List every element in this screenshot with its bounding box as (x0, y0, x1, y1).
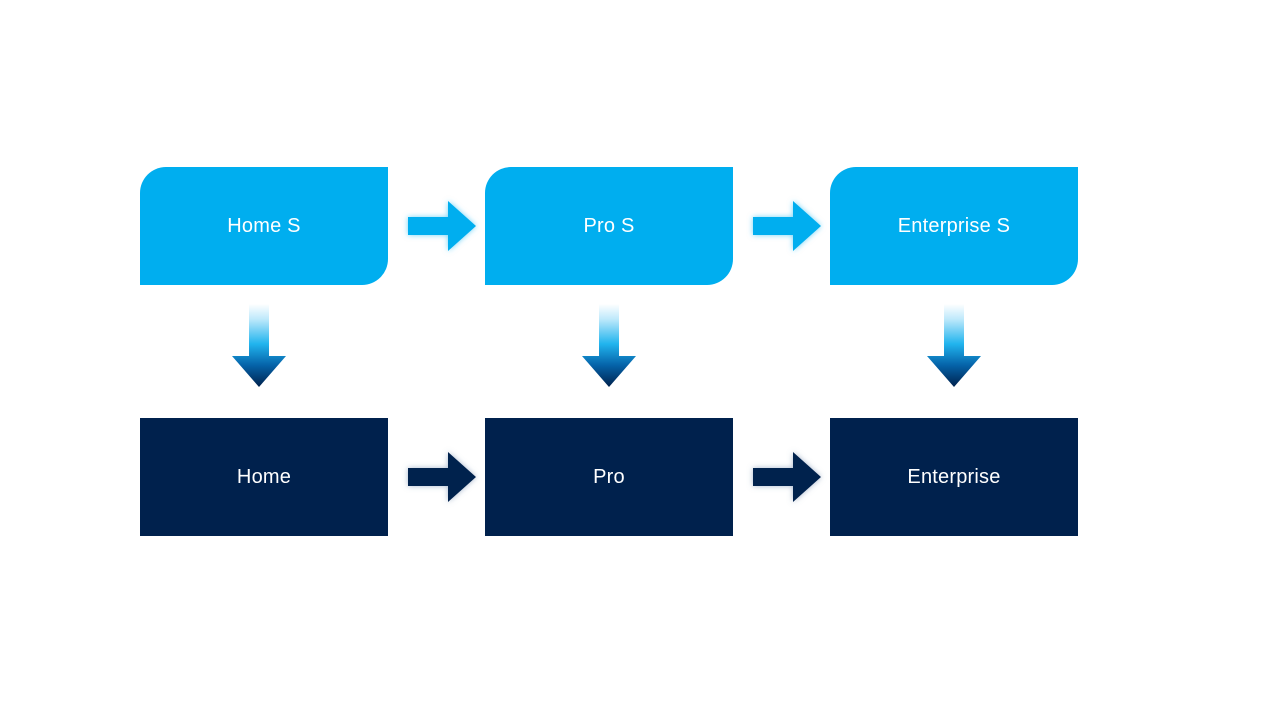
connector-solid-arrow-2 (751, 448, 823, 506)
node-enterprise[interactable]: Enterprise (830, 418, 1078, 536)
node-label-home-s: Home S (227, 215, 301, 237)
node-label-pro: Pro (593, 466, 625, 488)
node-enterprise-s[interactable]: Enterprise S (830, 167, 1078, 285)
right-arrow-icon (753, 452, 821, 502)
node-home[interactable]: Home (140, 418, 388, 536)
down-arrow-icon (927, 304, 981, 387)
node-label-enterprise-s: Enterprise S (897, 215, 1011, 237)
connector-down-arrow-1 (230, 303, 288, 389)
node-label-enterprise: Enterprise (907, 466, 1001, 488)
connector-down-arrow-2 (580, 303, 638, 389)
right-arrow-icon (408, 201, 476, 251)
connector-soft-arrow-1 (406, 197, 478, 255)
connector-down-arrow-3 (925, 303, 983, 389)
node-label-home: Home (236, 466, 292, 488)
node-home-s[interactable]: Home S (140, 167, 388, 285)
right-arrow-icon (753, 201, 821, 251)
node-label-pro-s: Pro S (583, 215, 635, 237)
node-pro[interactable]: Pro (485, 418, 733, 536)
down-arrow-icon (582, 304, 636, 387)
node-pro-s[interactable]: Pro S (485, 167, 733, 285)
connector-solid-arrow-1 (406, 448, 478, 506)
down-arrow-icon (232, 304, 286, 387)
right-arrow-icon (408, 452, 476, 502)
connector-soft-arrow-2 (751, 197, 823, 255)
